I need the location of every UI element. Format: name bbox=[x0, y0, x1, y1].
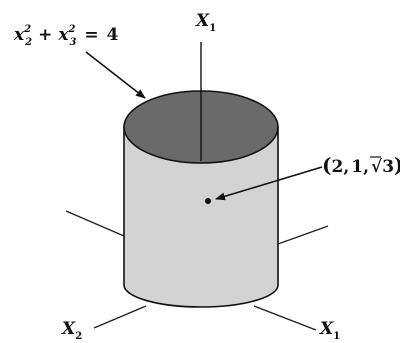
equation-arrow bbox=[85, 51, 146, 99]
axis-left-upper-line bbox=[65, 210, 125, 237]
axis-right-lower-line bbox=[253, 305, 317, 331]
axis-right-label: X1 bbox=[319, 319, 340, 342]
point-marker bbox=[205, 198, 211, 204]
axis-vertical-label: X1 bbox=[195, 11, 216, 34]
point-label: (2,1,√3) bbox=[322, 153, 400, 177]
axis-right-upper-line bbox=[277, 225, 329, 245]
axis-left-label: X2 bbox=[61, 319, 82, 342]
axis-left-lower-line bbox=[93, 305, 147, 329]
cylinder-body bbox=[123, 126, 279, 308]
point-arrow bbox=[215, 166, 323, 201]
